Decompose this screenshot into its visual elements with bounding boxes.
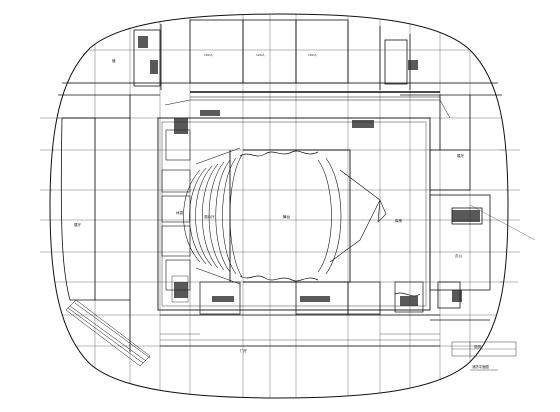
room-labels: 100人 100人 100人 展厅 展厅 观众厅 舞台 门厅 库房 办公 休息 …	[74, 53, 465, 353]
room-label-hall-right: 展厅	[457, 153, 465, 158]
room-label-right-b: 办公	[455, 253, 463, 258]
bottom-rooms	[160, 281, 440, 347]
left-service-rooms	[161, 129, 191, 303]
left-hall	[60, 95, 131, 352]
room-label-right-a: 库房	[395, 218, 403, 223]
stage-curves	[317, 157, 387, 275]
right-rooms	[429, 95, 491, 321]
top-rooms	[58, 19, 502, 98]
ramp-hatch	[65, 299, 151, 367]
room-label-auditorium: 观众厅	[204, 214, 215, 219]
room-label-top-2: 100人	[256, 53, 265, 57]
equipment-patches	[138, 36, 480, 306]
legend-note: 说明	[474, 344, 481, 349]
corridor-lines	[164, 99, 451, 119]
seating-arcs	[183, 147, 243, 285]
room-label-hall-left: 展厅	[74, 222, 82, 227]
bottom-hatch	[160, 333, 440, 341]
room-label-left-mid: 休息	[176, 210, 184, 215]
room-label-top-1: 100人	[204, 53, 213, 57]
proscenium-walls	[239, 150, 319, 282]
room-label-lobby: 门厅	[240, 348, 248, 353]
grid-extensions	[40, 117, 536, 283]
legend-block: 说明 消防平面图	[451, 341, 517, 371]
legend-caption: 消防平面图	[472, 364, 490, 369]
room-label-top-3: 100人	[308, 53, 317, 57]
theater-block	[157, 117, 431, 311]
room-label-stage: 舞台	[283, 214, 291, 219]
building-outline	[49, 13, 509, 399]
room-label-top-left: 值	[112, 58, 116, 63]
